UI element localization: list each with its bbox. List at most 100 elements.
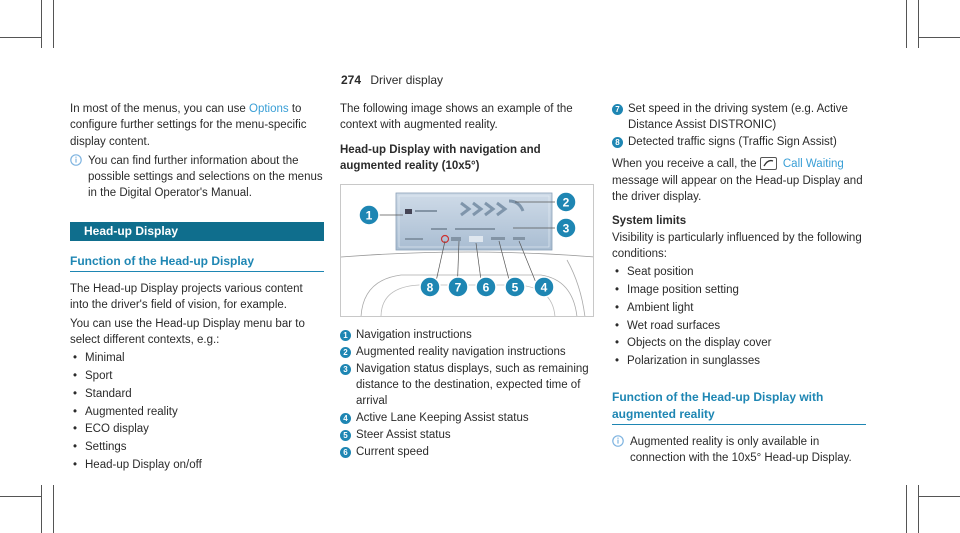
legend-text: Navigation status displays, such as rema… <box>356 362 589 408</box>
list-item: Head-up Display on/off <box>70 457 324 474</box>
callout-badge: 7 <box>447 276 469 298</box>
list-item: Ambient light <box>612 300 866 317</box>
legend-item: 7 Set speed in the driving system (e.g. A… <box>612 101 866 134</box>
body-paragraph: The Head-up Display projects various con… <box>70 283 303 312</box>
callout-badge: 8 <box>419 276 441 298</box>
list-item: Polarization in sunglasses <box>612 353 866 370</box>
call-waiting-link[interactable]: Call Waiting <box>782 158 844 171</box>
intro-paragraph: In most of the menus, you can use Option… <box>70 101 324 150</box>
list-item: Sport <box>70 368 324 385</box>
callout-number: 8 <box>427 281 434 295</box>
hud-illustration: 1 2 3 8 7 6 5 4 <box>340 184 594 318</box>
crop-mark <box>918 37 960 38</box>
callout-badge: 6 <box>475 276 497 298</box>
callout-badge: 4 <box>533 276 555 298</box>
list-item: ECO display <box>70 421 324 438</box>
callout-badge: 2 <box>555 191 577 213</box>
call-paragraph: When you receive a call, the Call Waitin… <box>612 156 866 205</box>
legend-number: 4 <box>340 413 351 425</box>
context-list: Minimal Sport Standard Augmented reality… <box>70 350 324 473</box>
callout-number: 6 <box>483 281 490 295</box>
crop-mark <box>53 0 54 48</box>
legend-text: Steer Assist status <box>356 428 451 441</box>
column-right: 7 Set speed in the driving system (e.g. A… <box>612 101 866 467</box>
phone-icon <box>759 157 777 171</box>
list-item: Settings <box>70 439 324 456</box>
legend-item: 2 Augmented reality navigation instructio… <box>340 344 594 360</box>
intro-paragraph: The following image shows an example of … <box>340 103 573 132</box>
intro-text: In most of the menus, you can use <box>70 103 246 115</box>
intro-text-end: to configure further settings for the me… <box>70 103 307 148</box>
section-band-heading: Head-up Display <box>70 221 324 241</box>
legend-item: 8 Detected traffic signs (Traffic Sign As… <box>612 134 866 150</box>
options-link[interactable]: Options <box>249 103 289 115</box>
list-item: Standard <box>70 386 324 403</box>
note-text: You can find further information about t… <box>88 154 323 200</box>
note-text: Augmented reality is only available in c… <box>630 436 852 465</box>
legend-number: 7 <box>612 104 623 115</box>
crop-mark <box>906 485 907 533</box>
limits-list: Seat position Image position setting Amb… <box>612 264 866 370</box>
legend-number: 8 <box>612 137 623 149</box>
list-item: Objects on the display cover <box>612 335 866 352</box>
info-icon <box>612 434 624 467</box>
crop-mark <box>0 496 42 497</box>
legend-list: 1 Navigation instructions 2 Augmented real… <box>340 327 594 460</box>
section-title: Driver display <box>370 73 444 87</box>
legend-item: 5 Steer Assist status <box>340 427 594 443</box>
body-paragraph: You can use the Head-up Display menu bar… <box>70 317 305 346</box>
legend-text: Current speed <box>356 445 429 458</box>
legend-number: 6 <box>340 446 351 458</box>
list-item: Seat position <box>612 264 866 281</box>
callout-number: 7 <box>455 281 462 295</box>
call-text-end: message will appear on the Head-up Displ… <box>612 174 863 203</box>
callout-number: 5 <box>512 281 519 295</box>
legend-number: 3 <box>340 363 351 375</box>
sub-heading: Function of the Head-up Display <box>70 253 324 273</box>
legend-number: 2 <box>340 346 351 358</box>
legend-number: 5 <box>340 429 351 441</box>
callout-number: 2 <box>563 196 570 210</box>
limits-heading: System limits <box>612 215 687 228</box>
callout-badge: 3 <box>555 217 577 239</box>
legend-list: 7 Set speed in the driving system (e.g. A… <box>612 101 866 150</box>
callout-number: 4 <box>541 281 548 295</box>
list-item: Minimal <box>70 350 324 367</box>
note: You can find further information about t… <box>70 153 324 202</box>
legend-text: Active Lane Keeping Assist status <box>356 412 529 425</box>
legend-text: Set speed in the driving system (e.g. Ac… <box>628 103 848 132</box>
hud-illustration-svg: 1 2 3 8 7 6 5 4 <box>341 191 593 317</box>
legend-number: 1 <box>340 330 351 342</box>
legend-text: Detected traffic signs (Traffic Sign Ass… <box>628 136 837 149</box>
column-middle: The following image shows an example of … <box>340 101 594 461</box>
ar-sub-heading: Function of the Head-up Display with aug… <box>612 389 866 426</box>
list-item: Image position setting <box>612 282 866 299</box>
callout-number: 1 <box>366 209 373 223</box>
crop-mark <box>0 37 42 38</box>
call-text: When you receive a call, the <box>612 158 757 171</box>
legend-item: 3 Navigation status displays, such as rem… <box>340 361 594 410</box>
crop-mark <box>918 0 919 48</box>
list-item: Augmented reality <box>70 404 324 421</box>
legend-item: 1 Navigation instructions <box>340 327 594 343</box>
crop-mark <box>918 496 960 497</box>
crop-mark <box>41 0 42 48</box>
legend-item: 4 Active Lane Keeping Assist status <box>340 410 594 426</box>
page-number: 274 <box>341 73 362 87</box>
callout-badge: 5 <box>504 276 526 298</box>
list-item: Wet road surfaces <box>612 318 866 335</box>
legend-item: 6 Current speed <box>340 444 594 460</box>
callout-number: 3 <box>563 222 570 236</box>
figure-heading: Head-up Display with navigation and augm… <box>340 143 541 172</box>
legend-text: Augmented reality navigation instruction… <box>356 345 566 358</box>
crop-mark <box>906 0 907 48</box>
crop-mark <box>53 485 54 533</box>
page-header: 274 Driver display <box>341 72 443 88</box>
legend-text: Navigation instructions <box>356 329 472 342</box>
callout-badge: 1 <box>358 204 380 226</box>
crop-mark <box>918 485 919 533</box>
crop-mark <box>41 485 42 533</box>
limits-intro: Visibility is particularly influenced by… <box>612 231 862 260</box>
info-icon <box>70 153 82 202</box>
note: Augmented reality is only available in c… <box>612 434 866 467</box>
